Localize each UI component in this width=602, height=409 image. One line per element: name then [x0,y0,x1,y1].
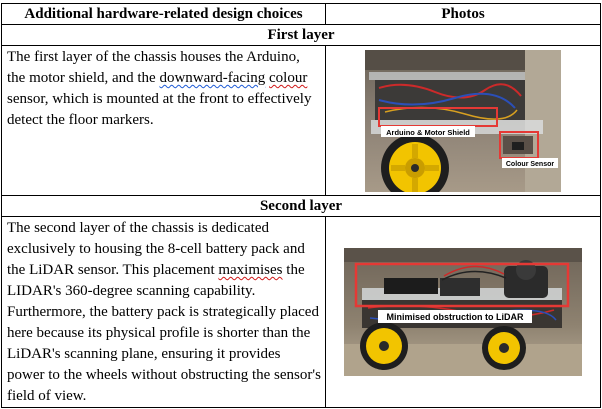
second-layer-photo-cell: Minimised obstruction to LiDAR [325,216,601,408]
section-header-row: First layer [1,24,601,46]
colour-sensor-label: Colour Sensor [506,161,555,168]
arduino-motor-shield-label: Arduino & Motor Shield [386,128,470,137]
minimised-obstruction-label: Minimised obstruction to LiDAR [387,312,524,322]
spellcheck-flagged-word: maximises [218,262,283,278]
first-layer-photo-cell: Arduino & Motor Shield Colour Sensor [325,45,601,196]
spellcheck-flagged-word: colour [269,70,308,86]
grammar-flagged-word: downward-facing [159,70,266,86]
column-header-design-choices: Additional hardware-related design choic… [1,3,326,25]
header-row: Additional hardware-related design choic… [1,3,601,25]
second-layer-robot-photo: Minimised obstruction to LiDAR [344,248,582,376]
table-row: The second layer of the chassis is dedic… [1,216,601,408]
section-title-second-layer: Second layer [1,195,601,217]
design-choices-table: Additional hardware-related design choic… [1,3,601,408]
text-fragment: sensor, which is mounted at the front to… [7,91,312,128]
table-row: The first layer of the chassis houses th… [1,45,601,196]
text-fragment: The second layer of the chassis is dedic… [7,220,305,278]
section-title-first-layer: First layer [1,24,601,46]
first-layer-robot-photo: Arduino & Motor Shield Colour Sensor [365,49,561,192]
second-layer-description: The second layer of the chassis is dedic… [1,216,326,408]
first-layer-description: The first layer of the chassis houses th… [1,45,326,196]
text-fragment: the LIDAR's 360-degree scanning capabili… [7,262,321,404]
section-header-row: Second layer [1,195,601,217]
column-header-photos: Photos [325,3,601,25]
text-fragment: The first layer of the chassis houses th… [7,49,300,86]
